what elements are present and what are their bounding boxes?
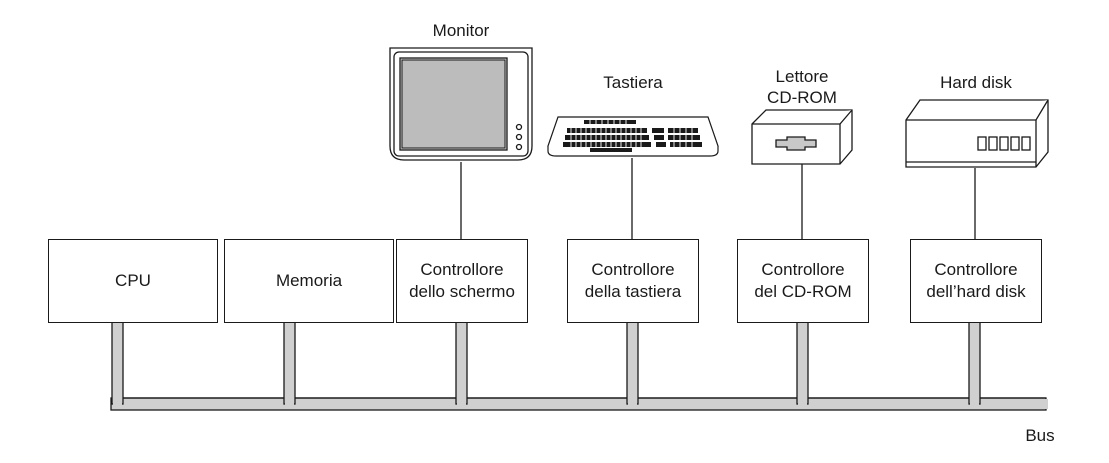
cpu-label: CPU	[115, 271, 151, 290]
keyboard-controller-label: Controllore della tastiera	[584, 260, 682, 301]
bus-bar	[110, 397, 1047, 411]
cpu-box: CPU	[48, 239, 218, 323]
screen-controller-label: Controllore dello schermo	[409, 260, 515, 301]
memory-box: Memoria	[224, 239, 394, 323]
harddisk-controller-box: Controllore dell’hard disk	[910, 239, 1042, 323]
harddisk-controller-label: Controllore dell’hard disk	[926, 260, 1026, 301]
cdrom-drive-icon	[751, 109, 853, 165]
bus-stem-cdrom	[796, 321, 809, 405]
bus-label: Bus	[1025, 426, 1055, 445]
keyboard-controller-box: Controllore della tastiera	[567, 239, 699, 323]
bus-stem-cpu	[111, 321, 124, 405]
bus	[110, 321, 1048, 411]
cdrom-controller-box: Controllore del CD-ROM	[737, 239, 869, 323]
hard-disk-icon	[905, 99, 1049, 168]
keyboard-icon	[547, 116, 719, 157]
keyboard-device-label: Tastiera	[603, 73, 663, 92]
bus-stem-screen	[455, 321, 468, 405]
monitor-icon	[389, 47, 533, 161]
memory-label: Memoria	[275, 271, 343, 290]
cdrom-device-label: Lettore CD-ROM	[767, 67, 837, 107]
screen-controller-box: Controllore dello schermo	[396, 239, 528, 323]
cdrom-controller-label: Controllore del CD-ROM	[754, 260, 852, 301]
bus-stem-keyboard	[626, 321, 639, 405]
bus-stem-memory	[283, 321, 296, 405]
harddisk-device-label: Hard disk	[940, 73, 1012, 92]
bus-stem-harddisk	[968, 321, 981, 405]
monitor-label: Monitor	[432, 21, 490, 40]
